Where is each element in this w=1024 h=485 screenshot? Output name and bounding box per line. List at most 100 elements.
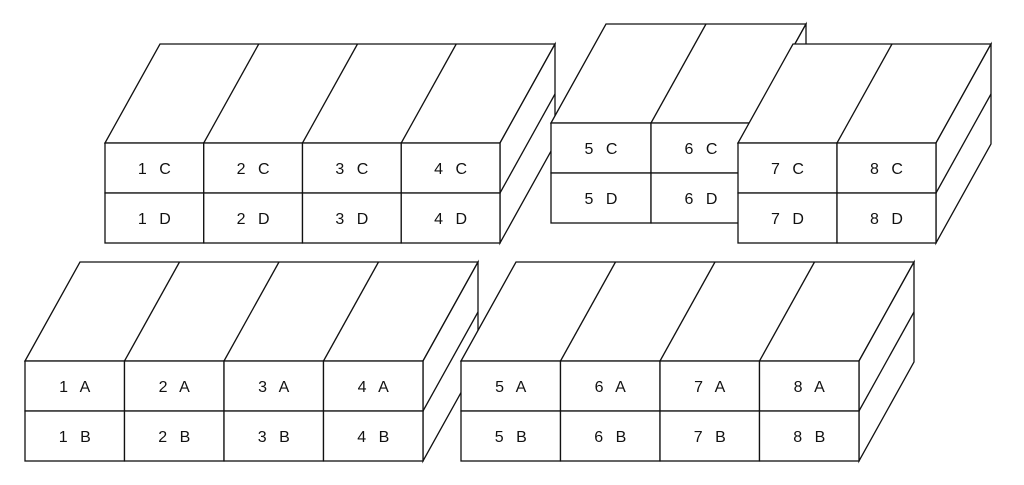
locker-cell: 7 D [737,192,838,244]
locker-label: 5 C [585,141,622,158]
locker-cell-frame [659,410,761,462]
locker-cell: 1 A [24,360,126,412]
locker-cell: 7 B [659,410,761,462]
locker-block-front-right: 5 A 6 A 7 A 8 A 5 B 6 B 7 B 8 B [459,259,916,464]
locker-label: 4 D [434,211,471,228]
locker-cell: 8 B [758,410,860,462]
locker-cell-frame [758,360,860,412]
locker-cell-frame [301,192,402,244]
top-divider-line [301,43,359,144]
locker-label: 4 C [434,161,471,178]
locker-cell-frame [836,142,937,194]
locker-cell: 1 D [104,192,205,244]
locker-label: 6 A [595,379,630,396]
locker-cell-frame [400,142,501,194]
locker-label: 4 B [357,429,393,446]
locker-cell: 6 B [559,410,661,462]
locker-cell: 4 D [400,192,501,244]
locker-label: 8 A [794,379,829,396]
locker-label: 8 B [793,429,829,446]
locker-label: 3 C [335,161,372,178]
locker-cell-frame [659,360,761,412]
locker-label: 5 B [495,429,531,446]
locker-label: 2 D [237,211,274,228]
locker-cell-frame [203,192,304,244]
locker-cell: 6 C [650,122,752,174]
locker-cell: 5 D [550,172,652,224]
locker-cell: 8 C [836,142,937,194]
locker-cell: 5 A [460,360,562,412]
locker-label: 5 D [585,191,622,208]
locker-block-back-left: 1 C 2 C 3 C 4 C 1 D 2 D 3 D 4 D [103,41,557,246]
locker-cell: 3 C [301,142,402,194]
locker-cell-frame [460,360,562,412]
top-divider-line [203,43,260,144]
locker-label: 1 A [59,379,94,396]
locker-label: 7 D [771,211,808,228]
locker-cell-frame [123,410,225,462]
locker-label: 1 D [138,211,175,228]
locker-cell: 2 C [203,142,304,194]
locker-cell: 3 D [301,192,402,244]
locker-cell-frame [650,172,752,224]
locker-cell-frame [559,410,661,462]
top-divider-line [223,261,280,362]
locker-cell-frame [104,142,205,194]
side-divider-line [858,311,915,412]
locker-cell: 4 B [322,410,424,462]
locker-cell: 7 A [659,360,761,412]
locker-cell-frame [758,410,860,462]
locker-label: 1 C [138,161,175,178]
locker-cell-frame [104,192,205,244]
top-divider-line [758,261,816,362]
locker-label: 7 C [771,161,808,178]
locker-cell-frame [24,410,126,462]
top-divider-line [559,261,617,362]
locker-cell: 7 C [737,142,838,194]
locker-label: 3 B [258,429,294,446]
locker-cell-frame [322,360,424,412]
locker-label: 6 D [685,191,722,208]
locker-label: 8 C [870,161,907,178]
locker-label: 8 D [870,211,907,228]
locker-block-front-left: 1 A 2 A 3 A 4 A 1 B 2 B 3 B 4 B [23,259,480,464]
side-divider-line [422,311,479,412]
locker-cell: 1 B [24,410,126,462]
locker-cell: 4 A [322,360,424,412]
locker-cell: 6 D [650,172,752,224]
top-divider-line [400,43,457,144]
locker-cell-frame [550,122,652,174]
locker-label: 3 D [335,211,372,228]
top-divider-line [123,261,181,362]
locker-cell-frame [836,192,937,244]
locker-cell: 5 C [550,122,652,174]
locker-cell: 3 B [223,410,325,462]
top-divider-line [650,23,707,124]
locker-cell: 1 C [104,142,205,194]
locker-cell-frame [322,410,424,462]
locker-label: 2 A [159,379,194,396]
locker-label: 6 C [685,141,722,158]
locker-label: 3 A [258,379,293,396]
locker-cell-frame [223,410,325,462]
locker-cell-frame [737,192,838,244]
locker-cell: 8 A [758,360,860,412]
top-divider-line [659,261,716,362]
top-divider-line [322,261,380,362]
locker-label: 2 C [237,161,274,178]
locker-label: 1 B [59,429,95,446]
locker-cell: 3 A [223,360,325,412]
side-divider-line [935,93,992,194]
locker-cell: 5 B [460,410,562,462]
locker-cell: 2 D [203,192,304,244]
locker-cell: 8 D [836,192,937,244]
locker-cell-frame [400,192,501,244]
side-divider-line [499,93,556,194]
locker-label: 4 A [358,379,393,396]
locker-label: 2 B [158,429,194,446]
locker-cell: 2 B [123,410,225,462]
locker-label: 7 A [694,379,729,396]
locker-label: 6 B [594,429,630,446]
